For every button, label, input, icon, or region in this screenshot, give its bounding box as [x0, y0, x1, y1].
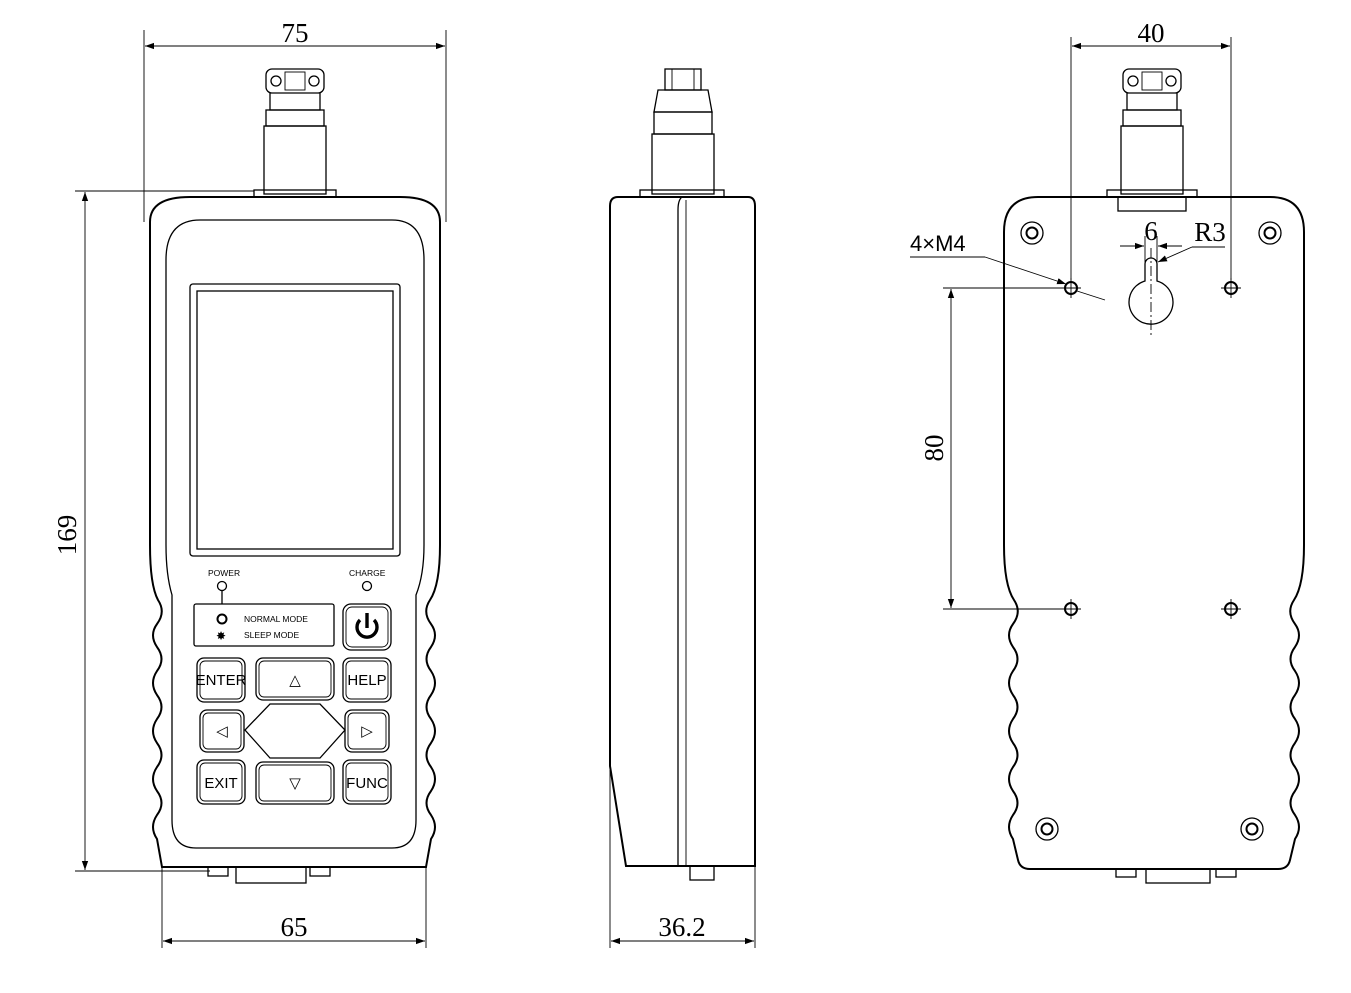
back-body-outline [1003, 196, 1305, 870]
exit-button[interactable]: EXIT [196, 759, 246, 805]
side-view: 36.2 [609, 68, 756, 948]
keyhole-slot [1128, 248, 1174, 338]
normal-mode-label: NORMAL MODE [244, 614, 308, 624]
dim-40-label: 40 [1138, 18, 1165, 48]
exit-label: EXIT [204, 775, 237, 792]
func-label: FUNC [346, 775, 388, 792]
down-button[interactable]: ▽ [255, 761, 335, 805]
left-arrow-icon: ◁ [216, 723, 228, 740]
side-bottom-port [689, 865, 715, 881]
charge-led [361, 580, 373, 592]
power-led [216, 580, 228, 592]
dimension-36-2: 36.2 [609, 770, 756, 948]
dim-80-label: 80 [919, 435, 949, 462]
help-label: HELP [347, 672, 386, 689]
right-arrow-icon: ▷ [361, 723, 373, 740]
front-bezel [165, 219, 425, 849]
center-pad [244, 703, 346, 759]
dimension-40: 40 [1070, 18, 1232, 280]
dim-75-label: 75 [282, 18, 309, 48]
dimension-r3: R3 [1157, 217, 1226, 263]
power-button[interactable] [342, 603, 392, 651]
dimension-80: 80 [919, 287, 1062, 610]
dimension-169: 169 [52, 190, 254, 872]
dim-36-2-label: 36.2 [658, 912, 705, 942]
enter-label: ENTER [196, 672, 247, 689]
dim-65-label: 65 [281, 912, 308, 942]
back-view: 40 80 6 R3 4×M4 [910, 18, 1305, 884]
dimension-4xm4: 4×M4 [910, 231, 1106, 301]
front-body-outline [149, 196, 441, 868]
side-connector [639, 68, 725, 198]
dimension-75: 75 [143, 18, 447, 222]
sleep-mode-label: SLEEP MODE [244, 630, 299, 640]
dimension-6: 6 [1120, 216, 1182, 262]
power-icon [355, 618, 379, 639]
up-button[interactable]: △ [255, 657, 335, 701]
dim-r3-label: R3 [1194, 217, 1226, 247]
side-body-outline [609, 196, 756, 867]
func-button[interactable]: FUNC [342, 759, 392, 805]
up-arrow-icon: △ [289, 672, 301, 689]
front-view: POWER CHARGE NORMAL MODE ✸ SLEEP MODE EN… [52, 18, 447, 948]
dim-6-label: 6 [1144, 216, 1158, 246]
display-screen [196, 290, 394, 550]
charge-label: CHARGE [349, 568, 386, 578]
back-screws [1020, 221, 1282, 841]
right-button[interactable]: ▷ [344, 709, 390, 753]
normal-mode-icon [216, 613, 228, 625]
m4-holes [1061, 278, 1241, 619]
back-connector [1106, 68, 1198, 212]
enter-button[interactable]: ENTER [196, 657, 247, 703]
dim-4xm4-label: 4×M4 [910, 231, 966, 256]
sleep-mode-icon: ✸ [216, 629, 226, 643]
dim-169-label: 169 [52, 515, 82, 556]
power-label: POWER [208, 568, 240, 578]
side-split-line [677, 196, 683, 866]
mode-indicator-box [193, 603, 335, 647]
down-arrow-icon: ▽ [289, 775, 301, 792]
dimension-65: 65 [161, 867, 427, 948]
left-button[interactable]: ◁ [199, 709, 245, 753]
help-button[interactable]: HELP [342, 657, 392, 703]
front-connector [253, 68, 337, 198]
back-bottom-port [1145, 868, 1211, 884]
front-bottom-port [235, 866, 307, 884]
display-frame [189, 283, 401, 557]
